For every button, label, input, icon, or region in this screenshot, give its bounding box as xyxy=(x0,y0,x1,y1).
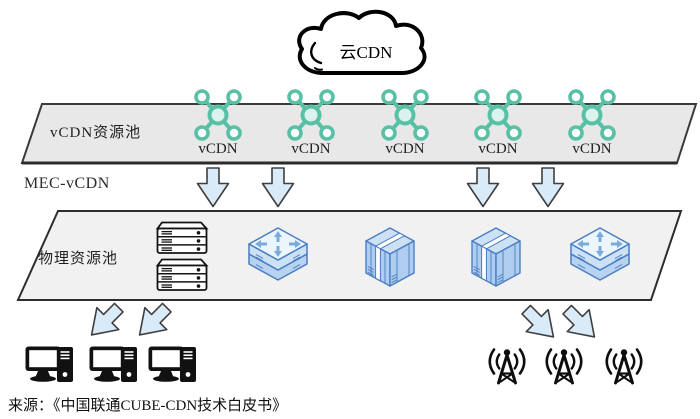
vcdn-node-label: vCDN xyxy=(291,141,331,157)
cloud-label: 云CDN xyxy=(340,43,393,62)
vcdn-pool-band xyxy=(20,103,698,165)
switch-icon xyxy=(570,227,630,281)
source-caption: 来源：《中国联通CUBE-CDN技术白皮书》 xyxy=(8,398,288,414)
vcdn-node-label: vCDN xyxy=(198,141,238,157)
base-station-antenna-icon xyxy=(605,347,643,385)
down-arrow-icon xyxy=(196,167,230,208)
vcdn-node-label: vCDN xyxy=(572,141,612,157)
rack-server-icon xyxy=(156,221,208,291)
down-right-arrow-icon xyxy=(555,297,607,349)
cloud-icon: 云CDN xyxy=(297,9,427,75)
server-cabinet-icon xyxy=(365,227,415,287)
vcdn-node-label: vCDN xyxy=(478,141,518,157)
desktop-computer-icon xyxy=(88,345,138,383)
base-station-antenna-icon xyxy=(488,347,526,385)
desktop-computer-icon xyxy=(24,345,74,383)
physical-pool-label: 物理资源池 xyxy=(38,251,119,267)
mec-vcdn-label: MEC-vCDN xyxy=(24,175,110,192)
network-node-icon xyxy=(287,89,335,141)
down-arrow-icon xyxy=(531,167,565,208)
switch-icon xyxy=(248,227,308,281)
down-arrow-icon xyxy=(466,167,500,208)
vcdn-node-label: vCDN xyxy=(385,141,425,157)
network-node-icon xyxy=(381,89,429,141)
base-station-antenna-icon xyxy=(545,347,583,385)
desktop-computer-icon xyxy=(147,345,197,383)
down-arrow-icon xyxy=(261,167,295,208)
network-node-icon xyxy=(474,89,522,141)
network-node-icon xyxy=(194,89,242,141)
network-node-icon xyxy=(568,89,616,141)
server-cabinet-icon xyxy=(471,227,521,287)
vcdn-pool-label: vCDN资源池 xyxy=(50,125,142,141)
